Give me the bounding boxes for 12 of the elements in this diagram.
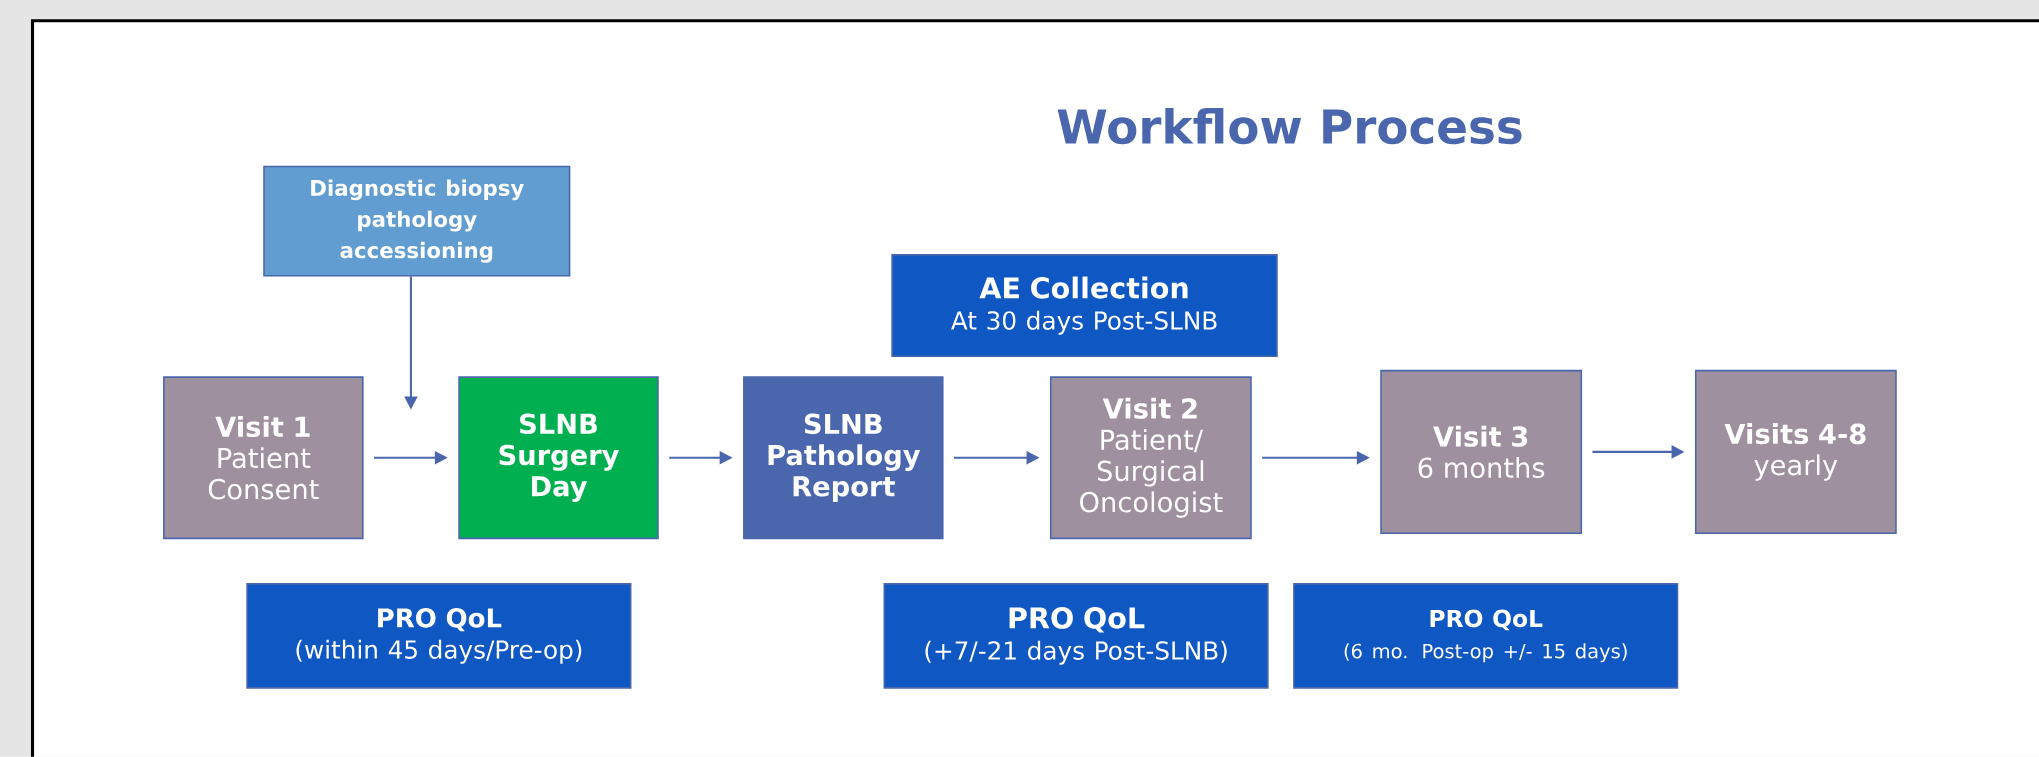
questionnaire-box: PRO QoL (6 mo. Post-op +/- 15 days) [1293, 583, 1679, 689]
visit-box: Visits 4-8 yearly [1694, 369, 1897, 535]
process-box: SLNB Surgery Day [458, 376, 659, 540]
visit-box: Visit 1 Patient Consent [163, 376, 364, 540]
questionnaire-box: PRO QoL (+7/-21 days Post-SLNB) [883, 583, 1269, 689]
questionnaire-box: PRO QoL (within 45 days/Pre-op) [246, 583, 632, 689]
title: Workflow Process [1057, 108, 1522, 145]
visit-box: Visit 2 Patient/ Surgical Oncologist [1049, 376, 1252, 540]
process-box: AE Collection At 30 days Post-SLNB [891, 254, 1278, 358]
process-box: SLNB Pathology Report [743, 376, 944, 540]
process-box: Diagnostic biopsy pathology accessioning [263, 165, 571, 277]
visit-box: Visit 3 6 months [1380, 369, 1583, 535]
